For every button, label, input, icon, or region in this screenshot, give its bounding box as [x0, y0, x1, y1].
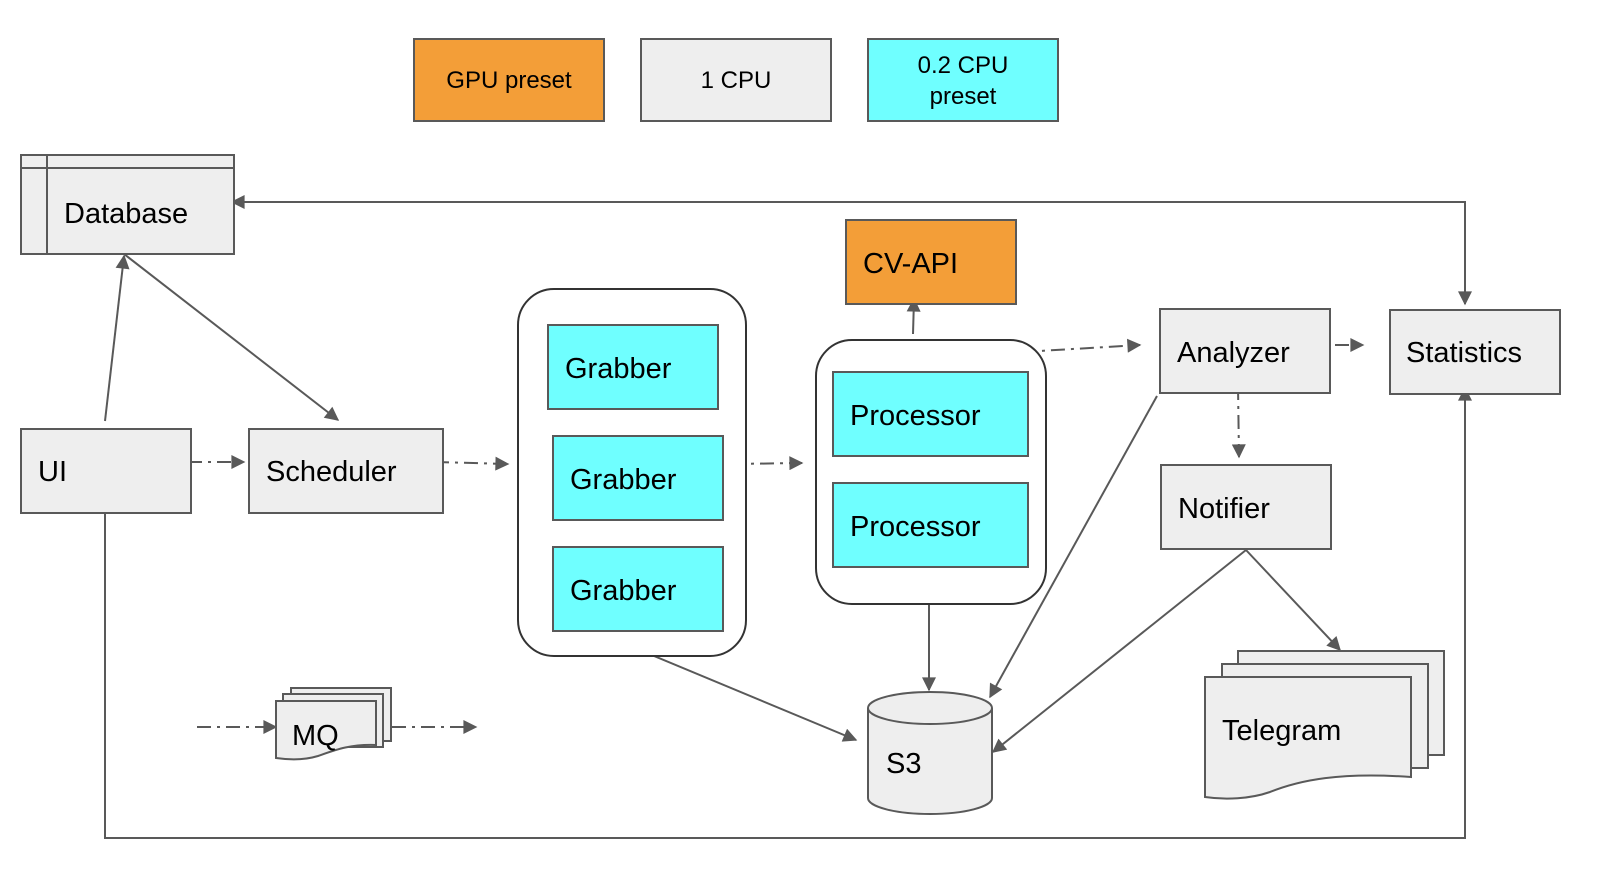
legend: GPU preset 1 CPU 0.2 CPU preset	[413, 38, 1059, 122]
telegram-doc-front	[1204, 676, 1412, 800]
legend-gpu-label: GPU preset	[446, 67, 572, 94]
cv-api-label: CV-API	[863, 248, 958, 280]
scheduler-label: Scheduler	[266, 456, 397, 488]
legend-cpu-small-label-line2: preset	[930, 83, 997, 110]
grabber-1-label: Grabber	[565, 353, 672, 385]
edge-grabbers-s3	[629, 645, 858, 742]
node-grabber-3[interactable]: Grabber	[552, 546, 724, 632]
mq-doc-front	[275, 700, 377, 761]
database-label: Database	[64, 198, 188, 230]
legend-cpu-swatch	[640, 38, 832, 122]
edge-notifier-s3	[991, 549, 1247, 753]
node-processor-2[interactable]: Processor	[832, 482, 1029, 568]
processor-2-label: Processor	[850, 511, 981, 543]
edge-analyzer-s3	[989, 395, 1158, 699]
edge-ui-statistics	[104, 386, 1472, 839]
grabber-group: Grabber Grabber Grabber	[517, 288, 747, 657]
node-processor-1[interactable]: Processor	[832, 371, 1029, 457]
grabber-3-label: Grabber	[570, 575, 677, 607]
node-s3[interactable]: S3	[867, 691, 993, 815]
node-scheduler[interactable]: Scheduler	[248, 428, 444, 514]
legend-gpu-swatch	[413, 38, 605, 122]
s3-top	[867, 691, 993, 725]
legend-cpu-small-swatch	[867, 38, 1059, 122]
node-grabber-2[interactable]: Grabber	[552, 435, 724, 521]
node-ui[interactable]: UI	[20, 428, 192, 514]
notifier-label: Notifier	[1178, 493, 1270, 525]
telegram-label: Telegram	[1222, 715, 1341, 747]
mq-label: MQ	[292, 720, 339, 752]
ui-label: UI	[38, 456, 67, 488]
edge-ui-database	[104, 254, 130, 422]
node-notifier[interactable]: Notifier	[1160, 464, 1332, 550]
edge-database-scheduler	[123, 253, 340, 421]
legend-cpu-label: 1 CPU	[701, 67, 772, 94]
grabber-2-label: Grabber	[570, 464, 677, 496]
statistics-label: Statistics	[1406, 337, 1522, 369]
s3-body	[867, 708, 993, 815]
node-telegram[interactable]: Telegram	[1204, 650, 1445, 800]
legend-0.2-cpu-preset: 0.2 CPU preset	[867, 38, 1059, 122]
edge-database-statistics	[230, 195, 1472, 306]
analyzer-label: Analyzer	[1177, 337, 1290, 369]
legend-gpu-preset: GPU preset	[413, 38, 605, 122]
node-cv-api[interactable]: CV-API	[845, 219, 1017, 305]
edge-processors-analyzer	[1021, 338, 1142, 353]
legend-1-cpu: 1 CPU	[640, 38, 832, 122]
node-grabber-1[interactable]: Grabber	[547, 324, 719, 410]
s3-label: S3	[886, 748, 921, 780]
node-database[interactable]: Database	[20, 154, 235, 255]
edges	[104, 195, 1472, 839]
node-mq: MQ	[275, 687, 392, 761]
node-statistics[interactable]: Statistics	[1389, 309, 1561, 395]
processor-group: Processor Processor	[815, 339, 1047, 605]
node-analyzer[interactable]: Analyzer	[1159, 308, 1331, 394]
processor-1-label: Processor	[850, 400, 981, 432]
edge-notifier-telegram	[1245, 549, 1341, 652]
legend-cpu-small-label-line1: 0.2 CPU	[918, 52, 1009, 79]
edge-scheduler-grabbers	[434, 456, 510, 471]
edge-analyzer-notifier	[1231, 385, 1246, 459]
